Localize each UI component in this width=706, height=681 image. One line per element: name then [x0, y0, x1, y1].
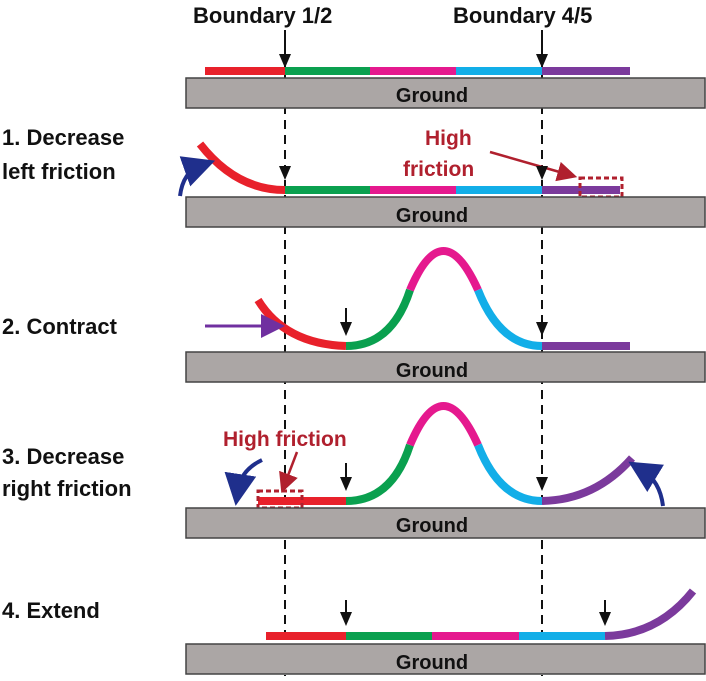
- step-4-arrow-right: [599, 600, 611, 626]
- ground-label-step-1: Ground: [396, 205, 468, 227]
- step-1-pointer-arrow: [489, 150, 578, 182]
- step-1-lift-arrow: [178, 156, 216, 197]
- step-3-label-line2: right friction: [2, 476, 132, 501]
- step-4-robot: [266, 588, 697, 640]
- step-1-robot: [196, 141, 620, 194]
- step-2-label: 2. Contract: [2, 314, 118, 339]
- ground-label-step-4: Ground: [396, 652, 468, 674]
- step-2-robot: [254, 247, 630, 350]
- ground-step-1: [185, 196, 706, 228]
- header-arrow-left: [279, 30, 291, 68]
- step-3-robot: [258, 402, 636, 505]
- step-2-arrow-right: [536, 322, 548, 336]
- ground-step-2: [185, 351, 706, 383]
- step-3-arrow-right: [536, 477, 548, 491]
- step-3-high-friction-label: High friction: [223, 428, 347, 451]
- step-3-label-line1: 3. Decrease: [2, 444, 124, 469]
- step-1-high-friction-line2: friction: [403, 158, 474, 181]
- step-1-arrow-left: [279, 166, 291, 180]
- header-arrow-right: [536, 30, 548, 68]
- ground-step-4: [185, 643, 706, 675]
- ground-reference: [185, 77, 706, 109]
- boundary-right-label: Boundary 4/5: [453, 3, 592, 28]
- step-4-arrow-mid: [340, 600, 352, 626]
- step-1-label-line1: 1. Decrease: [2, 125, 124, 150]
- step-3-lift-arrow-left: [224, 458, 263, 506]
- ground-label: Ground: [396, 85, 468, 107]
- step-1-arrow-right: [536, 166, 548, 180]
- ground-label-step-2: Ground: [396, 360, 468, 382]
- step-3-pointer-arrow: [279, 451, 299, 494]
- step-3-arrow-mid: [340, 463, 352, 491]
- step-4-label: 4. Extend: [2, 598, 100, 623]
- ground-step-3: [185, 507, 706, 539]
- ground-label-step-3: Ground: [396, 515, 468, 537]
- step-2-arrow-mid: [340, 308, 352, 336]
- step-3-lift-arrow-right: [628, 461, 665, 507]
- step-1-high-friction-line1: High: [425, 127, 472, 150]
- step-1-label-line2: left friction: [2, 159, 116, 184]
- boundary-left-label: Boundary 1/2: [193, 3, 332, 28]
